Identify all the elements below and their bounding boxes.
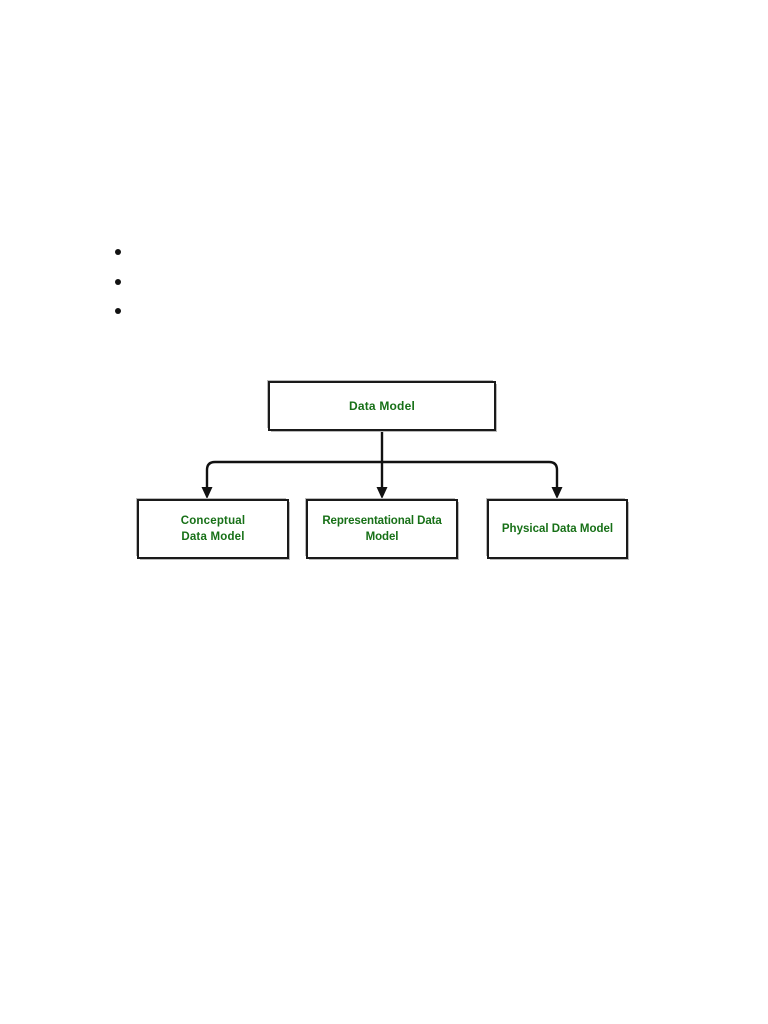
node-physical-data-model-label: Physical Data Model — [501, 523, 614, 535]
list-item — [112, 242, 154, 272]
node-conceptual-data-model[interactable]: Conceptual Data Model — [137, 499, 289, 559]
arrowhead-left-icon — [201, 487, 213, 499]
node-data-model-label: Data Model — [348, 399, 415, 413]
node-label-line-1: Conceptual — [180, 515, 246, 527]
arrowhead-center-icon — [376, 487, 388, 499]
bullet-list — [112, 242, 154, 331]
node-label-line-2: Model — [365, 531, 399, 543]
node-representational-data-model[interactable]: Representational Data Model — [306, 499, 458, 559]
node-representational-data-model-label: Representational Data Model — [308, 513, 456, 545]
list-item — [112, 272, 154, 302]
list-item — [112, 301, 154, 331]
node-conceptual-data-model-label: Conceptual Data Model — [179, 513, 248, 545]
node-physical-data-model[interactable]: Physical Data Model — [487, 499, 628, 559]
connector-lines — [201, 430, 563, 499]
node-label-line-2: Data Model — [181, 531, 245, 543]
arrowhead-right-icon — [551, 487, 563, 499]
node-data-model[interactable]: Data Model — [268, 381, 496, 431]
node-label-line-1: Representational Data — [322, 515, 442, 527]
connector-branch-bar — [205, 460, 559, 488]
